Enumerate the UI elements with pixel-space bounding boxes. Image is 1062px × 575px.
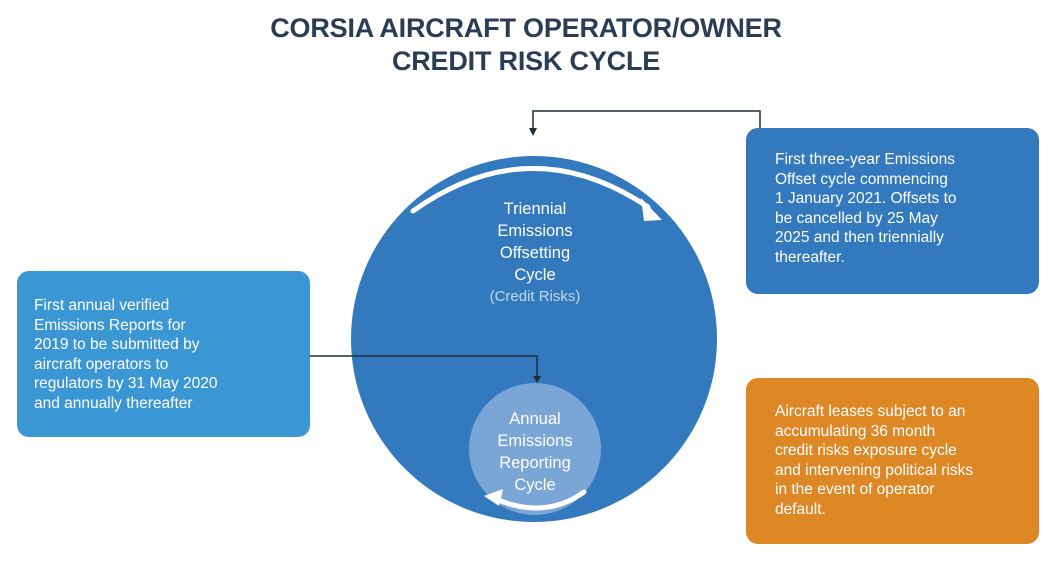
- box-text-line: regulators by 31 May 2020: [34, 375, 218, 393]
- box-text-line: 2019 to be submitted by: [34, 336, 200, 354]
- offset-cycle-info-box: First three-year Emissions Offset cycle …: [746, 128, 1039, 294]
- triennial-label-line: Emissions: [497, 222, 573, 240]
- annual-cycle-circle: [469, 383, 601, 515]
- triennial-label-line: Offsetting: [499, 244, 571, 262]
- box-text-line: Emissions Reports for: [34, 316, 186, 334]
- box-text-line: First annual verified: [34, 297, 170, 314]
- annual-label-line: Emissions: [497, 432, 573, 450]
- lease-risk-info-box: Aircraft leases subject to an accumulati…: [746, 378, 1039, 544]
- triennial-label-line: Cycle: [514, 266, 556, 284]
- box-text-line: First three-year Emissions: [775, 151, 956, 168]
- annual-cycle-arrowhead: [484, 489, 503, 506]
- connector-right-arrowhead: [529, 128, 537, 136]
- annual-reporting-info-box: First annual verified Emissions Reports …: [17, 271, 310, 437]
- title-line-1: CORSIA AIRCRAFT OPERATOR/OWNER: [270, 13, 782, 43]
- box-text-line: credit risks exposure cycle: [775, 442, 957, 460]
- triennial-label-line: Triennial: [503, 200, 567, 218]
- connector-left-arrowhead: [533, 376, 541, 383]
- box-text-line: Aircraft leases subject to an: [775, 403, 966, 420]
- annual-cycle-label: Annual Emissions Reporting Cycle: [468, 408, 602, 496]
- box-text-line: 1 January 2021. Offsets to: [775, 190, 957, 208]
- diagram-title: CORSIA AIRCRAFT OPERATOR/OWNER CREDIT RI…: [0, 12, 1052, 78]
- box-text-line: be cancelled by 25 May: [775, 209, 938, 227]
- box-text-line: and annually thereafter: [34, 394, 193, 412]
- triennial-cycle-label: Triennial Emissions Offsetting Cycle (Cr…: [450, 198, 620, 307]
- box-text-line: 2025 and then triennially: [775, 229, 944, 247]
- annual-label-line: Reporting: [499, 454, 571, 472]
- box-text-line: in the event of operator: [775, 481, 935, 499]
- title-line-2: CREDIT RISK CYCLE: [391, 46, 661, 76]
- annual-label-line: Annual: [509, 410, 561, 428]
- box-text-line: Offset cycle commencing: [775, 170, 948, 188]
- box-text-line: and intervening political risks: [775, 461, 974, 479]
- box-text-line: accumulating 36 month: [775, 422, 936, 440]
- annual-cycle-arrow: [493, 489, 587, 511]
- box-text-line: aircraft operators to: [34, 355, 169, 373]
- annual-label-line: Cycle: [514, 476, 556, 494]
- box-text-line: thereafter.: [775, 248, 845, 266]
- triennial-cycle-circle: [351, 156, 717, 522]
- triennial-sublabel: (Credit Risks): [489, 288, 581, 305]
- box-text-line: default.: [775, 500, 826, 518]
- connector-right-to-triennial: [532, 110, 761, 131]
- triennial-cycle-arrow: [410, 166, 651, 214]
- triennial-cycle-arrowhead: [641, 198, 662, 221]
- connector-left-to-annual: [310, 355, 538, 378]
